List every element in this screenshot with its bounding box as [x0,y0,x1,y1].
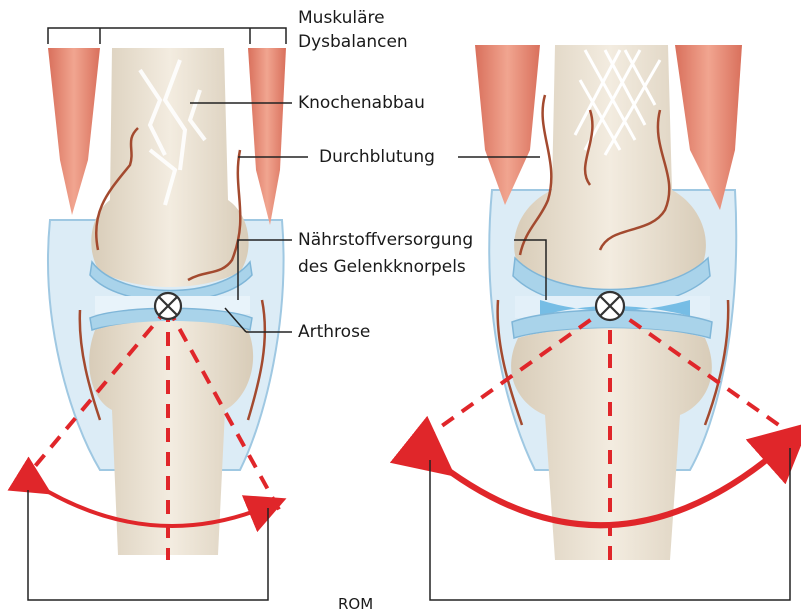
right-femur [514,45,706,289]
right-muscle-inner [675,45,742,210]
nutrient-supply-label-line1: Nährstoffversorgung [298,229,473,251]
bone-loss-label: Knochenabbau [298,92,425,114]
rotation-center-icon [596,292,624,320]
blood-flow-label: Durchblutung [319,146,435,168]
muscle-imbalance-label-line1: Muskuläre [298,7,385,29]
arthrosis-label: Arthrose [298,321,370,343]
rotation-center-icon [155,293,181,319]
left-muscle-outer [48,48,100,215]
rom-label: ROM [338,593,373,615]
left-muscle-inner [248,48,286,225]
right-muscle-outer [475,45,540,205]
nutrient-supply-label-line2: des Gelenkknorpels [298,256,466,278]
muscle-imbalance-label-line2: Dysbalancen [298,31,408,53]
